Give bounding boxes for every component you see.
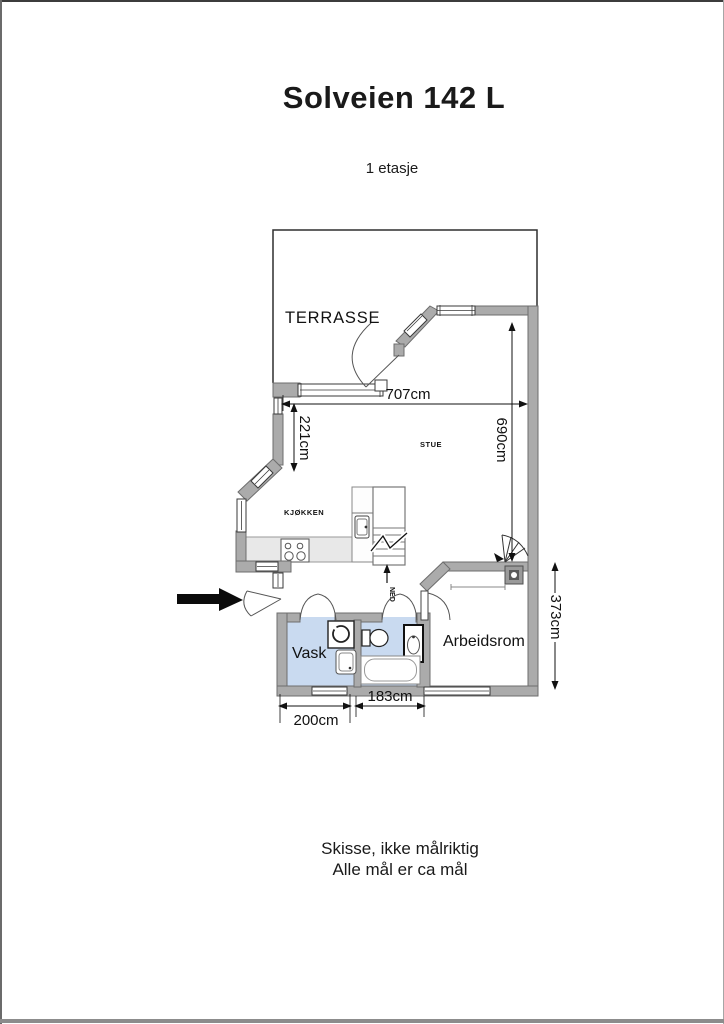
toilet-icon: [361, 628, 389, 648]
page-top-border: [0, 0, 724, 2]
arbeidsrom-diagonal-wall: [419, 561, 451, 592]
kitchen-sink-icon: [354, 515, 370, 539]
svg-text:707cm: 707cm: [385, 386, 430, 403]
svg-text:221cm: 221cm: [296, 415, 313, 460]
svg-text:183cm: 183cm: [367, 688, 412, 705]
bathroom-door: [381, 593, 418, 621]
terrace-outline: [272, 229, 538, 383]
terrace-door: [351, 322, 400, 388]
vask-left-wall: [276, 612, 288, 697]
disclaimer: Skisse, ikke målriktig Alle mål er ca må…: [76, 838, 724, 880]
left-wall-lower: [235, 530, 247, 563]
room-label-arbeidsrom: Arbeidsrom: [443, 633, 525, 650]
top-right-wall: [474, 305, 529, 316]
bathtub-icon: [360, 655, 421, 685]
left-wall-upper: [272, 413, 284, 466]
right-wall: [527, 305, 539, 697]
dimension-183: 183cm: [354, 688, 426, 717]
stove-icon: [280, 538, 310, 563]
chimney-icon: [504, 565, 524, 585]
closet-line: [450, 584, 506, 590]
doors: [243, 322, 451, 621]
stair-break-line: [370, 532, 408, 552]
dimension-221: 221cm: [290, 403, 313, 472]
page-left-border: [0, 0, 2, 1024]
room-label-stue: STUE: [420, 440, 442, 449]
vask-sink-icon: [335, 649, 357, 675]
vask-door: [299, 593, 337, 621]
windows: [236, 305, 491, 696]
kitchen-counters: [245, 486, 374, 563]
arbeidsrom-door: [420, 590, 451, 621]
steps-arrow: [494, 553, 504, 562]
dimension-200: 200cm: [278, 694, 352, 729]
dimension-373: 373cm: [547, 562, 564, 690]
room-label-vask: Vask: [292, 645, 327, 662]
terrace-wall-corner: [272, 382, 301, 398]
svg-text:690cm: 690cm: [493, 417, 510, 462]
floor-subtitle: 1 etasje: [365, 160, 419, 177]
washing-machine-icon: [327, 620, 355, 649]
fixtures: [327, 620, 424, 685]
svg-text:373cm: 373cm: [547, 594, 564, 639]
entrance-door: [243, 590, 282, 617]
room-label-terrasse: TERRASSE: [285, 309, 380, 327]
room-label-kjokken: KJØKKEN: [284, 508, 324, 517]
entrance-arrow: [177, 588, 243, 611]
disclaimer-line-1: Skisse, ikke målriktig: [321, 839, 479, 858]
bottom-wall: [276, 685, 539, 697]
dimension-707: 707cm: [281, 386, 528, 411]
page-bottom-border: [0, 1019, 724, 1023]
page-title: Solveien 142 L: [282, 80, 506, 115]
disclaimer-line-2: Alle mål er ca mål: [332, 860, 468, 879]
bathroom-sink-icon: [403, 624, 424, 663]
svg-text:200cm: 200cm: [293, 712, 338, 729]
stairs-down: NED: [369, 486, 409, 602]
dimension-690: 690cm: [493, 322, 516, 562]
stair-direction-arrow: [383, 564, 391, 573]
stairs-ned-label: NED: [388, 587, 395, 602]
